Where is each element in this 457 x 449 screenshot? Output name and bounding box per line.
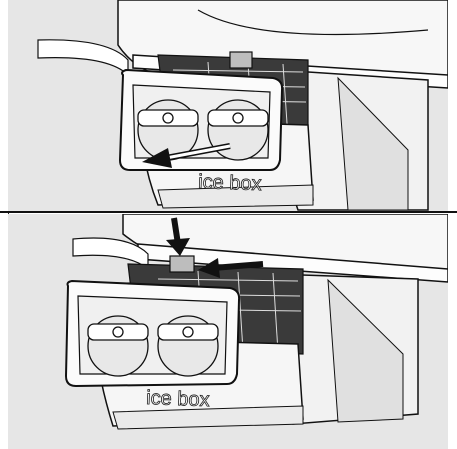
panel-step-2: ice box: [8, 214, 448, 449]
ice-box-label: ice box: [198, 171, 262, 195]
panel-divider: [0, 211, 457, 213]
ice-cup-left: [88, 316, 148, 376]
ice-box-label: ice box: [146, 387, 210, 411]
release-tab: [230, 52, 252, 68]
panel-step-1: ice box: [8, 0, 448, 211]
panel-step-1-illustration: ice box: [8, 0, 448, 211]
ice-cup-right: [158, 316, 218, 376]
release-tab: [170, 256, 194, 272]
panel-step-2-illustration: ice box: [8, 214, 448, 449]
